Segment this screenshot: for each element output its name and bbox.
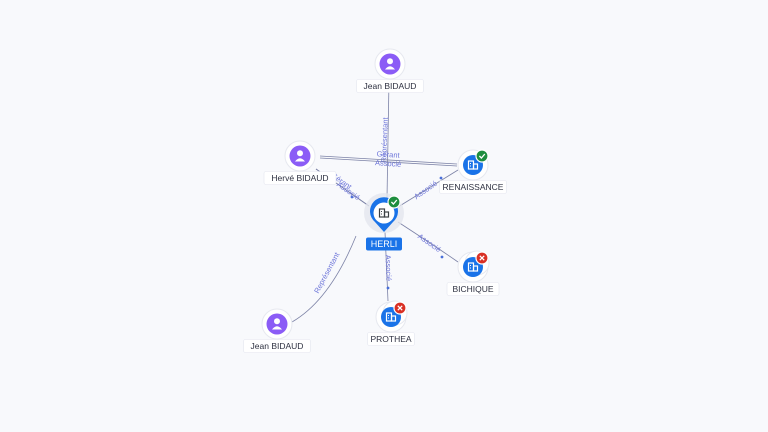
node-herve[interactable]: Hervé BIDAUD — [263, 140, 337, 185]
node-prothea[interactable]: PROTHEA — [367, 300, 415, 346]
node-label-box — [367, 332, 415, 346]
edge-arrow — [440, 255, 444, 259]
node-label-box — [356, 79, 424, 93]
edge-line — [319, 155, 458, 165]
edge-line — [397, 221, 459, 263]
edge-arrow — [350, 195, 354, 199]
node-label: Jean BIDAUD — [251, 341, 304, 351]
edge-line — [319, 157, 458, 167]
edge-label: Associé — [375, 158, 402, 169]
node-label: PROTHEA — [370, 334, 411, 344]
edge-label: Associé — [416, 232, 443, 254]
edge-jean_bottom-herli: Représentant — [291, 235, 357, 323]
edge-herve-renaissance: Gérant — [319, 149, 458, 165]
edge-label: Associé — [384, 255, 394, 282]
node-label-box — [263, 171, 337, 185]
node-label: HERLI — [371, 239, 398, 249]
node-label: RENAISSANCE — [443, 182, 504, 192]
person-icon — [266, 313, 288, 335]
nodes-layer: Jean BIDAUD Hervé BIDAUD Jean BIDAUD HERLI R… — [243, 48, 507, 353]
edge-line — [397, 169, 459, 208]
node-label: Jean BIDAUD — [364, 81, 417, 91]
node-label: Hervé BIDAUD — [271, 173, 328, 183]
edge-line — [386, 79, 390, 199]
node-herli[interactable]: HERLI — [364, 193, 404, 251]
node-label-box — [243, 339, 311, 353]
check-icon — [475, 149, 489, 163]
cross-icon — [475, 251, 489, 265]
edge-jean_top-herli: Représentant — [379, 79, 390, 199]
edge-herli-bichique: Associé — [397, 221, 459, 263]
cross-icon — [393, 301, 407, 315]
edge-line — [291, 235, 357, 323]
building-icon — [385, 312, 397, 322]
focus-label-box — [366, 237, 402, 251]
person-icon — [379, 53, 401, 75]
edge-arrow — [439, 176, 443, 180]
edge-label: Représentant — [312, 250, 342, 295]
node-label-box — [439, 180, 507, 194]
node-jean_top[interactable]: Jean BIDAUD — [356, 48, 424, 93]
node-bichique[interactable]: BICHIQUE — [446, 250, 500, 296]
edge-label: Associé — [412, 179, 439, 201]
node-label-box — [446, 282, 500, 296]
building-icon — [378, 208, 390, 218]
edge-label: Représentant — [379, 116, 390, 162]
building-icon — [467, 160, 479, 170]
person-icon — [289, 145, 311, 167]
building-icon — [467, 262, 479, 272]
node-jean_bottom[interactable]: Jean BIDAUD — [243, 308, 311, 353]
edge-herve-renaissance: Associé — [319, 157, 458, 169]
check-icon — [387, 195, 401, 209]
node-label: BICHIQUE — [452, 284, 493, 294]
edge-arrow — [386, 286, 390, 290]
edge-label: Gérant — [376, 149, 400, 160]
node-renaissance[interactable]: RENAISSANCE — [439, 149, 507, 194]
